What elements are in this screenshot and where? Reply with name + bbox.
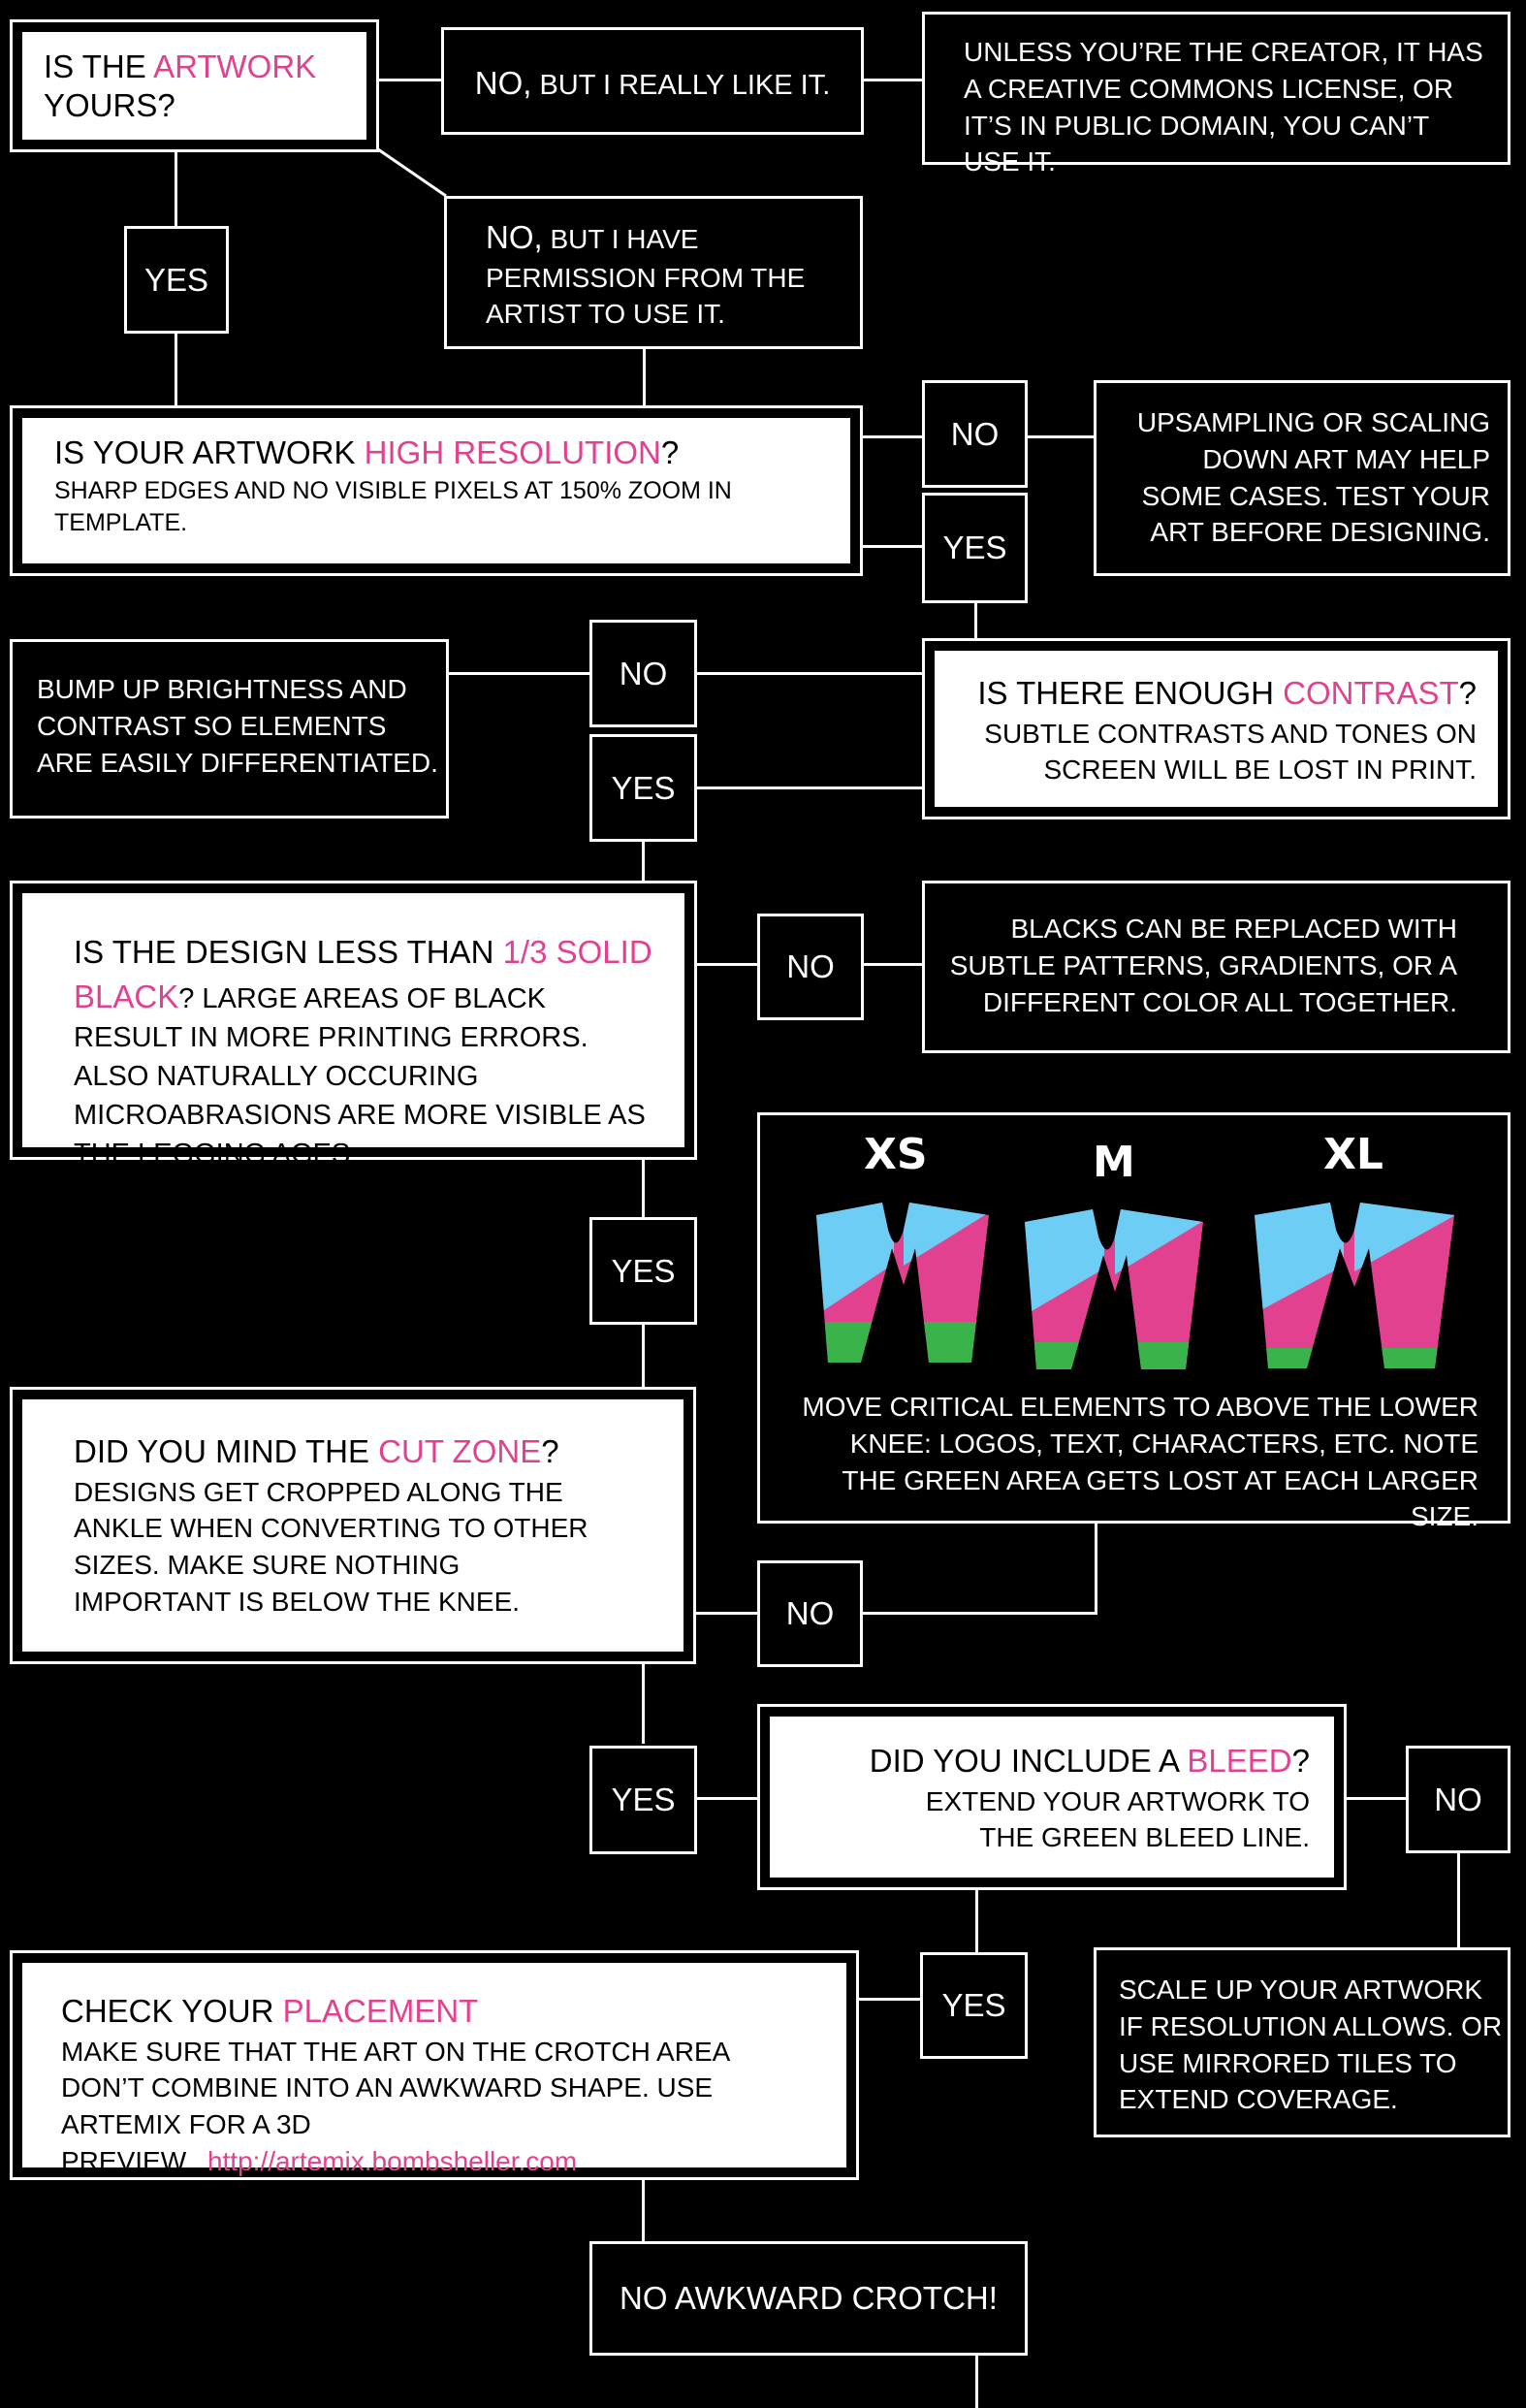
- highlight-placement: PLACEMENT: [282, 1993, 479, 2029]
- size-label-xl: XL: [1323, 1130, 1383, 1179]
- no-label-4: NO: [757, 914, 864, 1020]
- question-high-resolution: IS YOUR ARTWORK HIGH RESOLUTION? SHARP E…: [10, 405, 863, 576]
- question-artwork-yours: IS THE ARTWORK YOURS?: [10, 19, 379, 152]
- no-label-2: NO: [922, 380, 1028, 488]
- legging-m-icon: [1025, 1209, 1203, 1369]
- question-solid-black: IS THE DESIGN LESS THAN 1/3 SOLID BLACK?…: [10, 881, 697, 1170]
- size-label-m: M: [1093, 1138, 1135, 1187]
- answer-no-like: NO, BUT I REALLY LIKE IT.: [441, 27, 864, 135]
- legging-size-panel: XS M XL MOVE CRITICAL ELEMENTS TO ABOVE …: [757, 1112, 1510, 1531]
- end-no-awkward-crotch: NO AWKWARD CROTCH!: [589, 2241, 1028, 2356]
- yes-label-6: YES: [920, 1952, 1028, 2059]
- answer-no-permission: NO, BUT I HAVE PERMISSION FROM THE ARTIS…: [444, 196, 863, 349]
- yes-label-5: YES: [589, 1746, 697, 1854]
- highlight-solid-black: 1/3 SOLID BLACK: [74, 934, 652, 1014]
- note-bump-brightness: BUMP UP BRIGHTNESS AND CONTRAST SO ELEME…: [10, 639, 449, 819]
- no-label-6: NO: [1406, 1746, 1510, 1853]
- legging-xl-icon: [1255, 1203, 1454, 1368]
- artemix-link[interactable]: http://artemix.bombsheller.com: [207, 2145, 578, 2176]
- highlight-artwork: ARTWORK: [153, 48, 317, 84]
- yes-label-4: YES: [589, 1217, 697, 1325]
- yes-label-3: YES: [589, 734, 697, 842]
- question-placement: CHECK YOUR PLACEMENT MAKE SURE THAT THE …: [10, 1950, 859, 2180]
- highlight-contrast: CONTRAST: [1283, 675, 1459, 711]
- yes-label-1: YES: [124, 226, 229, 334]
- yes-label-2: YES: [922, 493, 1028, 603]
- note-replace-blacks: BLACKS CAN BE REPLACED WITH SUBTLE PATTE…: [922, 881, 1510, 1053]
- highlight-high-resolution: HIGH RESOLUTION: [364, 434, 661, 470]
- highlight-bleed: BLEED: [1187, 1743, 1292, 1779]
- question-bleed: DID YOU INCLUDE A BLEED? EXTEND YOUR ART…: [757, 1704, 1347, 1890]
- note-scale-up: SCALE UP YOUR ARTWORK IF RESOLUTION ALLO…: [1094, 1947, 1510, 2137]
- highlight-cut-zone: CUT ZONE: [378, 1433, 542, 1469]
- no-label-3: NO: [589, 620, 697, 727]
- no-label-5: NO: [757, 1560, 863, 1667]
- question-contrast: IS THERE ENOUGH CONTRAST? SUBTLE CONTRAS…: [922, 638, 1510, 819]
- size-label-xs: XS: [864, 1130, 928, 1179]
- legging-xs-icon: [816, 1203, 989, 1363]
- note-upsampling: UPSAMPLING OR SCALING DOWN ART MAY HELP …: [1094, 380, 1510, 576]
- note-unless-creator: UNLESS YOU’RE THE CREATOR, IT HAS A CREA…: [922, 12, 1510, 177]
- question-cut-zone: DID YOU MIND THE CUT ZONE? DESIGNS GET C…: [10, 1387, 696, 1664]
- connector-diagonal: [377, 147, 447, 198]
